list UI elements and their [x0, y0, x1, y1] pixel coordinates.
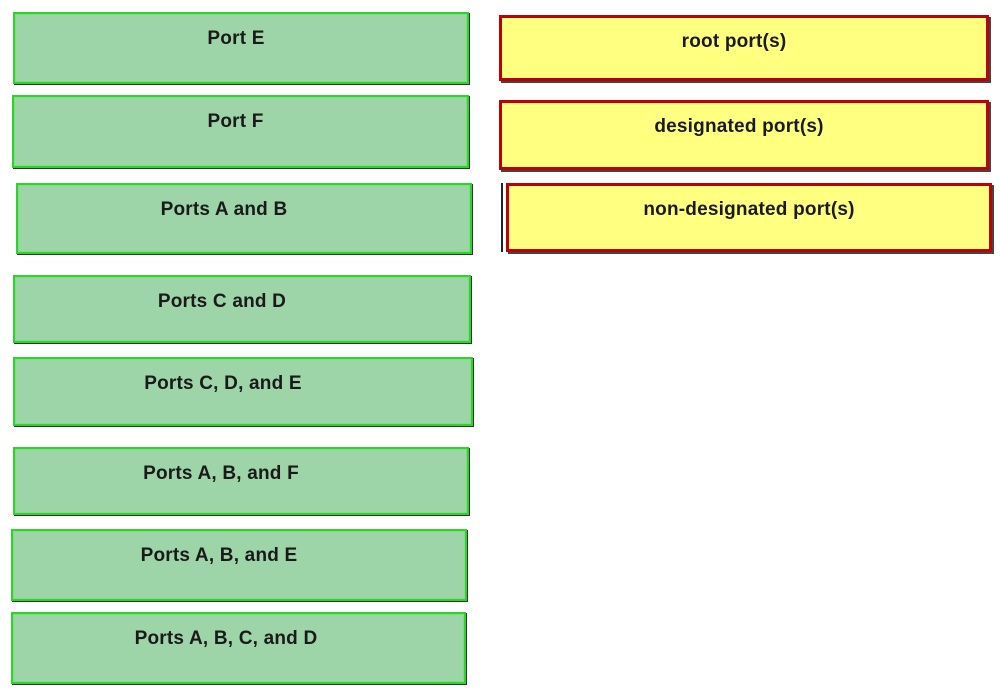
option-label: Port E	[207, 28, 265, 49]
target-label: root port(s)	[681, 31, 787, 52]
target-root-ports[interactable]: root port(s)	[499, 15, 989, 81]
option-ports-c-d-e[interactable]: Ports C, D, and E	[13, 357, 473, 426]
option-ports-a-b-e[interactable]: Ports A, B, and E	[11, 529, 467, 601]
option-label: Ports C and D	[157, 291, 287, 312]
option-label: Ports A, B, and F	[143, 463, 299, 484]
option-ports-c-d[interactable]: Ports C and D	[13, 275, 471, 343]
option-label: Port F	[207, 111, 264, 132]
option-label: Ports A and B	[160, 199, 288, 220]
target-label: designated port(s)	[654, 116, 824, 137]
target-non-designated-ports[interactable]: non-designated port(s)	[506, 183, 992, 252]
target-label: non-designated port(s)	[643, 199, 855, 220]
option-label: Ports A, B, C, and D	[134, 628, 318, 649]
option-port-e[interactable]: Port E	[13, 12, 469, 84]
option-ports-a-b-c-d[interactable]: Ports A, B, C, and D	[11, 612, 466, 684]
option-label: Ports C, D, and E	[144, 373, 302, 394]
option-label: Ports A, B, and E	[140, 545, 298, 566]
target-designated-ports[interactable]: designated port(s)	[499, 100, 989, 170]
option-ports-a-b-f[interactable]: Ports A, B, and F	[13, 447, 469, 515]
target-shadow-edge	[501, 183, 503, 252]
option-port-f[interactable]: Port F	[12, 95, 469, 168]
option-ports-a-b[interactable]: Ports A and B	[16, 183, 472, 254]
